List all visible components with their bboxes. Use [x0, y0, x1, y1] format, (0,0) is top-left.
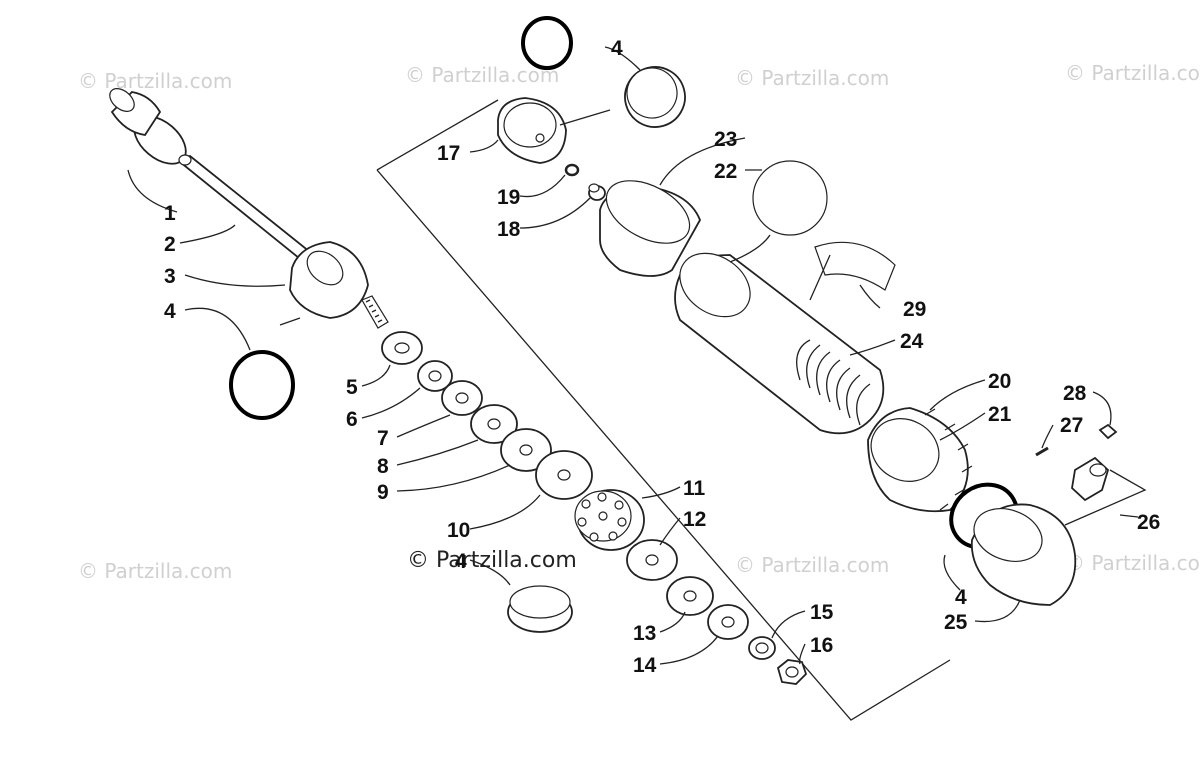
part-bleed-screw: [1098, 423, 1118, 440]
bracket-line: [376, 99, 499, 171]
callout-label: 1: [164, 202, 176, 225]
o-ring: [229, 350, 295, 420]
callout-label: 11: [683, 477, 706, 500]
part-sleeve: [599, 180, 701, 277]
part-washer-15: [748, 636, 776, 660]
callout-label: 9: [377, 481, 389, 504]
part-nut-16: [776, 659, 808, 685]
callout-label: 25: [944, 611, 968, 634]
callout-label: 4: [164, 300, 176, 323]
part-reservoir-cap: [497, 97, 567, 164]
callout-label: 26: [1137, 511, 1160, 534]
callout-label: 8: [377, 455, 389, 478]
callout-label: 29: [903, 298, 926, 321]
part-reservoir-body: [970, 503, 1077, 606]
part-shim-22: [752, 160, 828, 236]
callout-label: 17: [437, 142, 460, 165]
part-shim-9: [500, 428, 552, 472]
part-bleed-fitting: [1071, 456, 1110, 502]
bracket-line: [376, 169, 951, 721]
callout-label: 27: [1060, 414, 1083, 437]
callout-label: 14: [633, 654, 657, 677]
watermark-text: © Partzilla.com: [1065, 61, 1200, 85]
watermark-text: © Partzilla.com: [405, 63, 559, 87]
part-shim-13: [666, 576, 714, 616]
callout-label: 16: [810, 634, 833, 657]
callout-label: 4: [455, 550, 467, 573]
callout-label: 15: [810, 601, 834, 624]
watermark-text: © Partzilla.com: [78, 559, 232, 583]
callout-label: 7: [377, 427, 389, 450]
watermark-text: © Partzilla.com: [1065, 551, 1200, 575]
callout-label: 24: [900, 330, 924, 353]
part-shim-8: [470, 404, 518, 444]
callout-label: 20: [988, 370, 1011, 393]
callout-label: 18: [497, 218, 521, 241]
part-shim-6: [417, 360, 453, 392]
watermark-text: © Partzilla.com: [78, 69, 232, 93]
o-ring: [521, 16, 573, 70]
leader-lines: [127, 46, 1147, 665]
callout-labels: 1 2 3 4 5 6 7 8 9 10 11 12 13 14 15 16 1…: [164, 37, 1160, 677]
watermark-text: © Partzilla.com: [735, 553, 889, 577]
callout-label: 23: [714, 128, 737, 151]
callout-label: 21: [988, 403, 1012, 426]
part-spring-collar: [867, 407, 973, 513]
part-eye-cap: [109, 88, 187, 165]
part-label-29: [814, 241, 896, 291]
callout-label: 19: [497, 186, 520, 209]
callout-label: 4: [955, 586, 967, 609]
part-shaft-body: [289, 241, 389, 329]
part-wear-band: [507, 585, 573, 633]
callout-label: 3: [164, 265, 176, 288]
part-shim-10: [535, 450, 593, 500]
part-shim-7: [441, 380, 483, 416]
callout-label: 12: [683, 508, 706, 531]
part-valve-core: [588, 183, 606, 201]
callout-label: 28: [1063, 382, 1087, 405]
callout-label: 4: [611, 37, 623, 60]
part-small-o-ring: [564, 163, 580, 177]
callout-label: 13: [633, 622, 656, 645]
part-wear-band: [624, 66, 686, 128]
part-piston: [574, 489, 645, 551]
callout-label: 6: [346, 408, 358, 431]
callout-label: 22: [714, 160, 737, 183]
part-washer-5: [381, 331, 423, 365]
part-shim-14: [707, 604, 749, 640]
callout-label: 2: [164, 233, 176, 256]
callout-label: 5: [346, 376, 358, 399]
part-body-tube: [674, 252, 885, 435]
part-shim-12: [626, 539, 678, 581]
part-bleed-o-ring: [1035, 446, 1049, 457]
watermark-text: © Partzilla.com: [735, 66, 889, 90]
callout-label: 10: [447, 519, 470, 542]
